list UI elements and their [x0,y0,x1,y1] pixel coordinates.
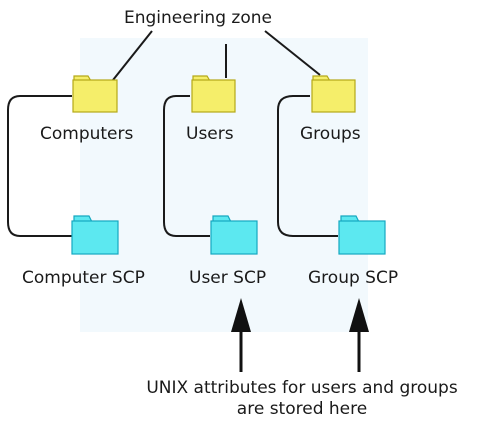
container-label-groups: Groups [300,124,361,144]
link-groups-to-group-scp [277,95,338,237]
link-computers-to-computer-scp [7,95,72,237]
arrow-to-user-scp [231,298,251,372]
folder-icon [191,75,236,113]
note-line-1: UNIX attributes for users and groups [146,378,458,398]
link-users-to-user-scp [163,95,210,237]
arrowhead-up-icon [231,298,251,332]
scp-label-group: Group SCP [308,268,399,288]
zone-title: Engineering zone [124,8,272,28]
scp-label-user: User SCP [189,268,267,288]
unix-attributes-note: UNIX attributes for users and groups are… [112,378,492,420]
scp-label-computer: Computer SCP [22,268,145,288]
zone-connector-computers [112,30,153,81]
folder-icon [311,75,356,113]
container-label-computers: Computers [40,124,134,144]
arrow-to-group-scp [349,298,369,372]
zone-connector-groups [264,30,321,76]
folder-icon [210,215,258,255]
folder-icon [71,215,119,255]
arrowhead-up-icon [349,298,369,332]
container-label-users: Users [186,124,234,144]
note-line-2: are stored here [236,399,368,419]
folder-icon [72,75,118,113]
folder-icon [338,215,386,255]
